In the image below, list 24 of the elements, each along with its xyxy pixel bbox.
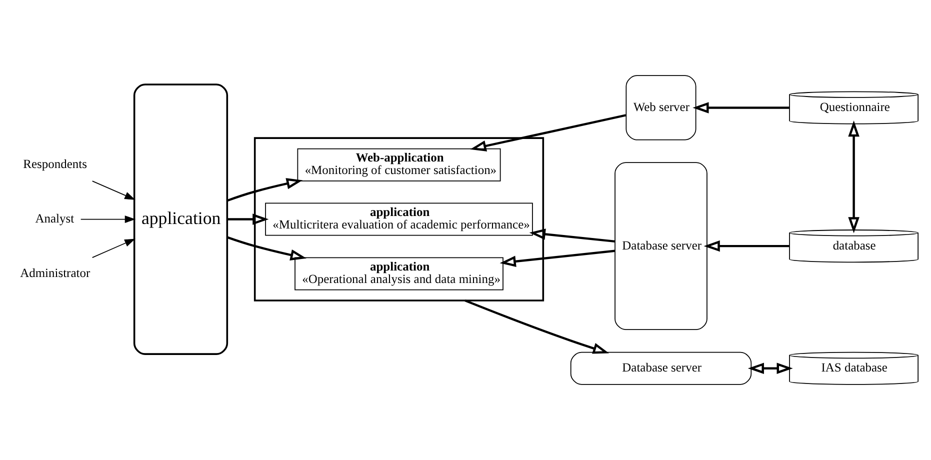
arrow bbox=[226, 236, 306, 260]
arrow bbox=[470, 114, 626, 152]
node-box: application «Multicritera evaluation of academic performance» bbox=[265, 202, 533, 236]
node-box: application «Operational analysis and data mining» bbox=[294, 257, 504, 290]
node-text: Analyst bbox=[35, 212, 74, 226]
node-box: Database server bbox=[614, 162, 708, 330]
arrow bbox=[692, 102, 790, 114]
arrow bbox=[704, 240, 790, 252]
arrow bbox=[500, 250, 615, 268]
node-box: application bbox=[133, 84, 228, 355]
arrow bbox=[92, 238, 136, 258]
arrow bbox=[464, 299, 610, 354]
node-box: Web-application «Monitoring of customer satisfaction» bbox=[297, 148, 501, 182]
arrow bbox=[226, 178, 303, 202]
arrow bbox=[227, 214, 269, 225]
arrow bbox=[748, 362, 793, 374]
node-box: Web server bbox=[626, 75, 696, 140]
arrow bbox=[92, 180, 136, 200]
node-text: Respondents bbox=[23, 157, 87, 172]
arrow bbox=[848, 120, 860, 234]
node-text: Administrator bbox=[20, 266, 90, 280]
node-box: Database server bbox=[570, 352, 752, 385]
arrow bbox=[80, 216, 136, 224]
arrow bbox=[529, 228, 616, 243]
